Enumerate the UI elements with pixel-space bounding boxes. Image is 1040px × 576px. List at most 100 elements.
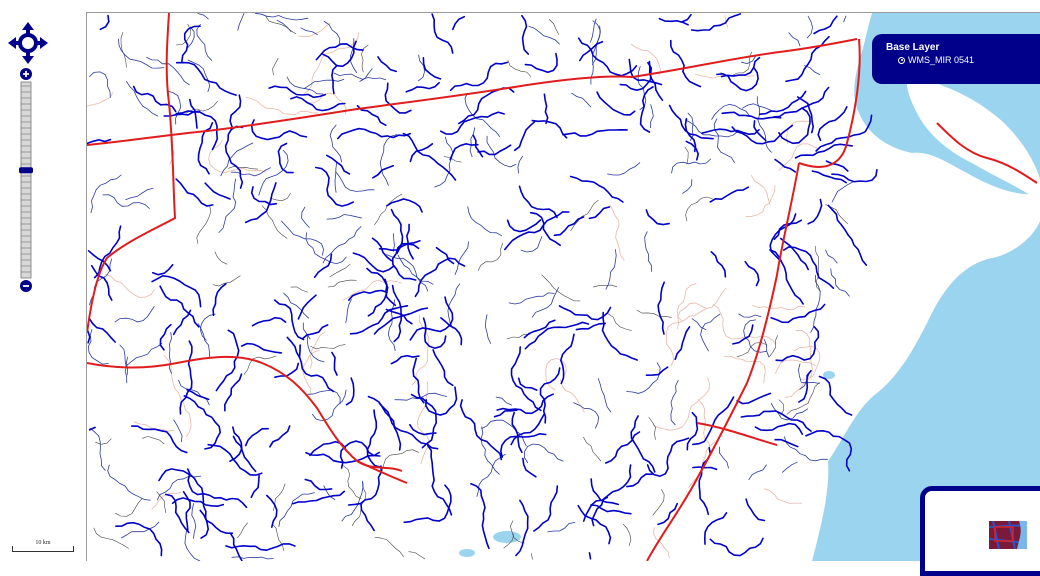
river [531,287,559,318]
river [788,32,801,47]
river [684,146,689,165]
river [89,427,106,471]
river [521,14,530,55]
river [684,119,739,138]
river [306,333,325,363]
river [619,61,653,92]
four-arrow-pan-icon[interactable] [8,22,48,64]
river [736,392,772,405]
river [115,521,163,557]
overview-map-icon[interactable] [989,521,1027,549]
river [265,15,297,34]
river [214,251,228,265]
river [274,299,305,341]
river [676,283,697,322]
river [449,142,479,161]
map-viewport[interactable] [86,12,1040,561]
river [626,362,661,394]
river [417,54,426,82]
river [405,81,440,93]
radio-button[interactable] [898,56,905,64]
river [93,225,122,279]
river [183,395,222,450]
river [158,468,190,482]
river [630,415,656,473]
river [452,15,466,31]
river [224,125,244,189]
river [591,464,632,527]
river [608,313,632,331]
river [596,91,636,116]
river [768,335,778,358]
river [688,441,716,488]
river [754,422,804,435]
river [444,156,462,163]
river [250,186,278,206]
river [89,71,111,98]
river [518,185,558,219]
river [142,436,165,445]
river [251,316,287,327]
river [607,162,641,176]
river [322,40,357,68]
river [817,106,848,142]
river [422,57,442,80]
zoom-out-button[interactable] [20,280,32,292]
river [811,170,847,184]
river [237,13,245,31]
river [648,417,656,440]
river [292,490,346,505]
river [493,409,518,418]
scale-line [12,546,74,552]
zoom-slider-track[interactable] [20,81,32,279]
lagoon [787,437,829,561]
river [710,251,727,278]
river [126,81,159,117]
river [331,64,338,95]
river [652,527,670,559]
river [303,32,360,95]
river [187,59,211,92]
river [414,257,466,298]
river [784,329,813,398]
river [384,278,397,306]
river [531,553,533,560]
base-layer-label: WMS_MIR 0541 [908,55,975,65]
river [390,354,420,365]
overview-map[interactable] [920,486,1040,576]
river [590,504,632,515]
river [361,44,369,73]
river [541,274,581,302]
river [748,464,767,481]
river [326,214,362,220]
map-canvas[interactable] [87,13,1040,561]
river [511,411,523,453]
river [529,211,561,247]
zoom-slider-handle[interactable] [19,167,33,174]
river [682,179,693,194]
river [88,426,96,431]
river [304,478,333,491]
lake [459,549,475,557]
river [645,366,669,376]
river [187,473,248,509]
river [427,444,453,516]
layer-switcher[interactable]: Base Layer WMS_MIR 0541 [872,34,1040,84]
river [345,377,355,406]
river [713,304,777,345]
river [486,135,517,168]
river [151,263,174,276]
river [250,119,308,141]
river [408,551,426,560]
river [533,485,559,532]
river [798,369,812,403]
river [786,382,820,415]
base-layer-option[interactable]: WMS_MIR 0541 [898,54,1040,66]
river [805,429,853,472]
river [274,362,300,378]
river [243,355,277,375]
zoom-in-button[interactable] [20,68,32,80]
pan-zoom-control[interactable] [8,20,48,300]
river [422,317,447,350]
river [652,489,665,516]
